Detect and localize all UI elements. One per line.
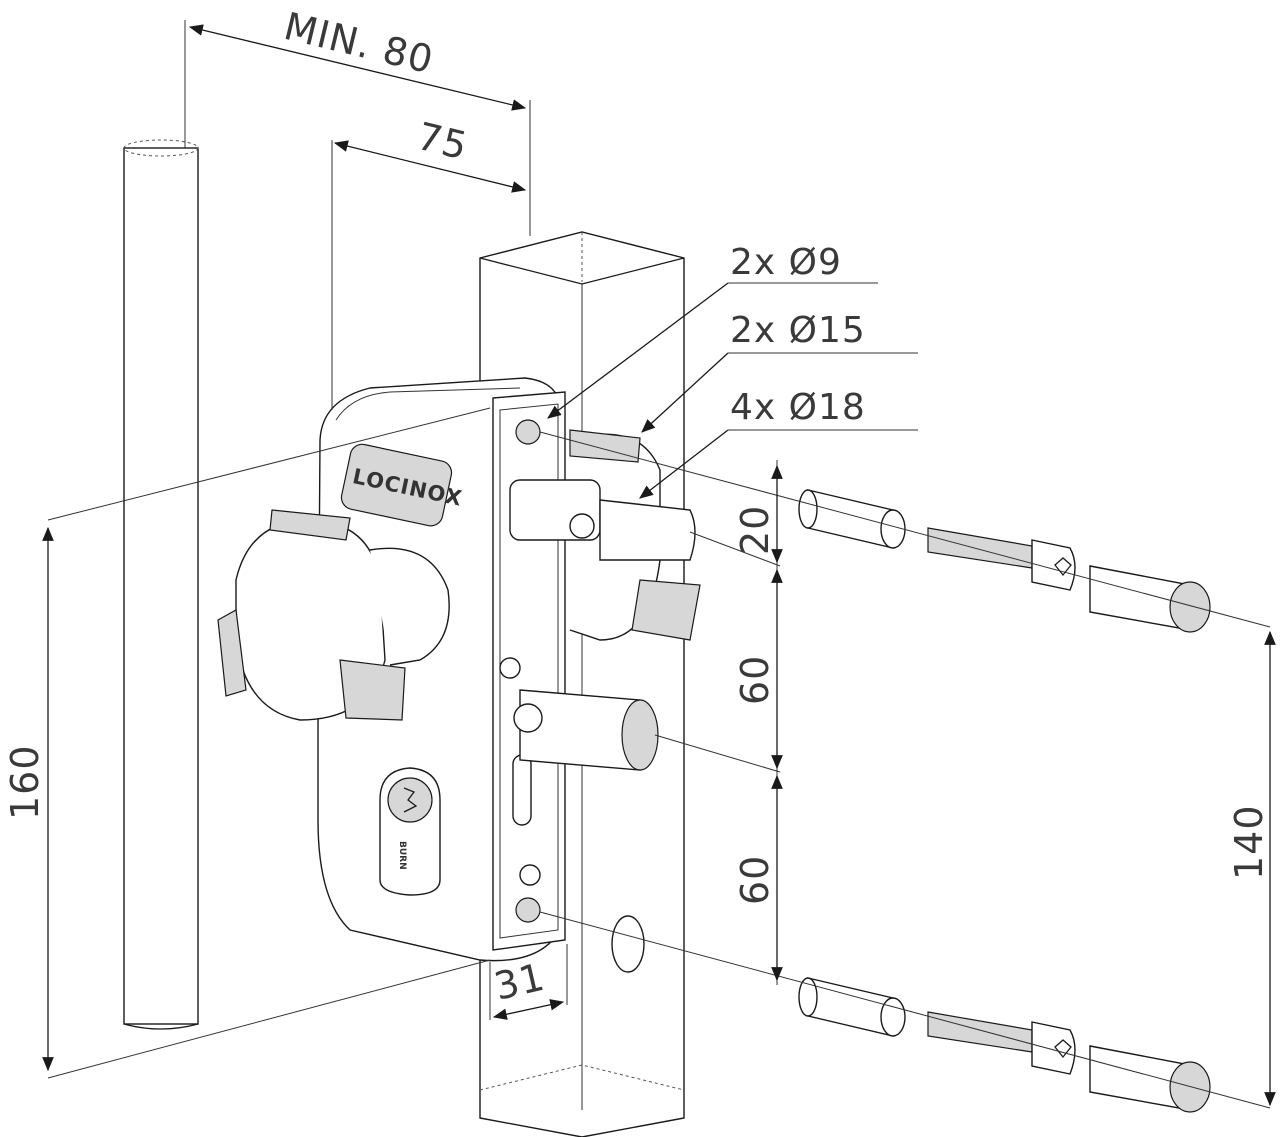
lower-fixing-axis: [539, 911, 1271, 1109]
dimension-140: 140: [1227, 630, 1276, 1107]
faceplate: [492, 391, 566, 951]
profile-hole: [611, 915, 645, 973]
dimension-chain: 20 60 60: [733, 460, 783, 985]
dimension-75: 75: [331, 114, 527, 410]
dimension-label-140: 140: [1227, 804, 1271, 880]
lower-nut-sleeve: [1089, 1045, 1211, 1113]
thumb-turn-handle: [217, 509, 450, 721]
latch-assembly: [509, 429, 701, 641]
dimension-label-75: 75: [413, 114, 472, 169]
callout-hole-9: 2x Ø9: [547, 242, 878, 419]
callout-hole-18: 4x Ø18: [639, 387, 918, 499]
dimension-min-80: MIN. 80: [184, 4, 531, 236]
dimension-label-60-lower: 60: [733, 855, 777, 905]
bolt-axis: [654, 734, 781, 773]
lower-spacer-tube: [798, 977, 906, 1037]
cylinder-brand-label: BURN: [397, 841, 407, 870]
upper-nut-sleeve: [1089, 565, 1211, 633]
deadbolt: [513, 689, 659, 771]
lower-fixing-kit: [798, 977, 1211, 1113]
upper-bolt-screw: [927, 527, 1076, 591]
callout-label-hole-15: 2x Ø15: [730, 310, 866, 351]
euro-cylinder: BURN: [379, 767, 441, 896]
upper-fixing-axis: [539, 431, 1271, 628]
lower-bolt-screw: [927, 1011, 1076, 1075]
round-post: [123, 139, 199, 1030]
dimension-160: 160: [3, 407, 491, 1079]
dimension-label-20: 20: [733, 505, 777, 555]
callout-label-hole-9: 2x Ø9: [730, 242, 842, 283]
dimension-label-min-80: MIN. 80: [280, 4, 438, 82]
latch-axis: [689, 531, 781, 567]
dimension-label-160: 160: [3, 744, 47, 820]
upper-fixing-kit: [798, 489, 1211, 633]
callout-hole-15: 2x Ø15: [641, 310, 918, 433]
dimension-label-60-upper: 60: [733, 655, 777, 705]
upper-spacer-tube: [798, 489, 906, 549]
callout-label-hole-18: 4x Ø18: [730, 387, 866, 428]
